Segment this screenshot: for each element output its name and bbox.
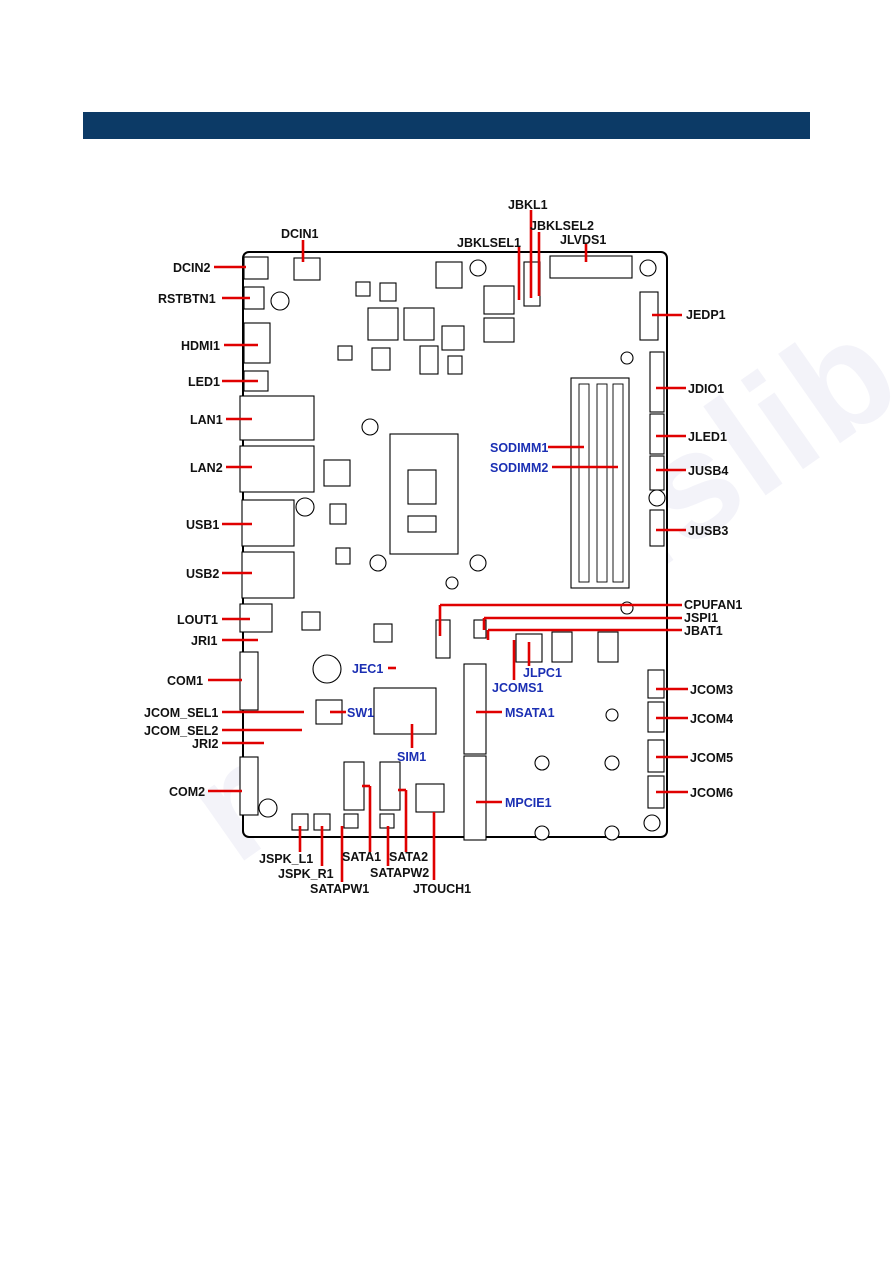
label-jbklsel1: JBKLSEL1: [457, 236, 521, 250]
label-com2: COM2: [169, 785, 205, 799]
label-jedp1: JEDP1: [686, 308, 726, 322]
label-sim1: SIM1: [397, 750, 426, 764]
usb2-port: [241, 551, 295, 599]
cpufan1-header: [435, 619, 451, 659]
label-jusb3: JUSB3: [688, 524, 728, 538]
satapw2-header: [379, 813, 395, 829]
label-jled1: JLED1: [688, 430, 727, 444]
label-satapw1: SATAPW1: [310, 882, 369, 896]
lan2-port: [239, 445, 315, 493]
mpcie1-slot: [463, 755, 487, 841]
cpu-package: [389, 433, 459, 555]
label-jbkl1: JBKL1: [508, 198, 548, 212]
jcom3-header: [647, 669, 665, 699]
label-jbklsel2: JBKLSEL2: [530, 219, 594, 233]
label-sodimm2: SODIMM2: [490, 461, 548, 475]
label-mpcie1: MPCIE1: [505, 796, 552, 810]
jled1-header: [649, 413, 665, 455]
label-jlvds1: JLVDS1: [560, 233, 606, 247]
label-jcom4: JCOM4: [690, 712, 733, 726]
label-usb1: USB1: [186, 518, 219, 532]
com2-port: [239, 756, 259, 816]
label-jlpc1: JLPC1: [523, 666, 562, 680]
sata2-connector: [379, 761, 401, 811]
label-lout1: LOUT1: [177, 613, 218, 627]
sodimm-slots: [570, 377, 630, 589]
jdio1-header: [649, 351, 665, 413]
label-com1: COM1: [167, 674, 203, 688]
label-cpufan1: CPUFAN1: [684, 598, 742, 612]
label-jri2: JRI2: [192, 737, 218, 751]
label-jcom5: JCOM5: [690, 751, 733, 765]
jec1-battery: [312, 654, 342, 684]
label-hdmi1: HDMI1: [181, 339, 220, 353]
label-sw1: SW1: [347, 706, 374, 720]
label-lan1: LAN1: [190, 413, 223, 427]
sim1-slot: [373, 687, 437, 735]
lan1-port: [239, 395, 315, 441]
label-jdio1: JDIO1: [688, 382, 724, 396]
label-jspk-r1: JSPK_R1: [278, 867, 334, 881]
label-jspi1: JSPI1: [684, 611, 718, 625]
label-satapw2: SATAPW2: [370, 866, 429, 880]
dcin2-jack: [243, 256, 269, 280]
satapw1-header: [343, 813, 359, 829]
msata1-slot: [463, 663, 487, 755]
label-dcin1: DCIN1: [281, 227, 319, 241]
dcin1-connector: [293, 257, 321, 281]
label-sata1: SATA1: [342, 850, 381, 864]
jtouch1-header: [415, 783, 445, 813]
label-jusb4: JUSB4: [688, 464, 728, 478]
label-jcoms1: JCOMS1: [492, 681, 543, 695]
sata1-connector: [343, 761, 365, 811]
section-header-bar: [83, 112, 810, 139]
label-lan2: LAN2: [190, 461, 223, 475]
label-jri1: JRI1: [191, 634, 217, 648]
hdmi-port: [243, 322, 271, 364]
label-jec1: JEC1: [352, 662, 383, 676]
label-msata1: MSATA1: [505, 706, 555, 720]
component-labels: DCIN1 DCIN2 RSTBTN1 HDMI1 LED1 LAN1 LAN2…: [144, 198, 742, 896]
label-jcom-sel2: JCOM_SEL2: [144, 724, 218, 738]
jusb3-header: [649, 509, 665, 547]
label-jcom-sel1: JCOM_SEL1: [144, 706, 218, 720]
label-sodimm1: SODIMM1: [490, 441, 548, 455]
label-dcin2: DCIN2: [173, 261, 211, 275]
leader-lines: [208, 210, 688, 882]
label-rstbtn1: RSTBTN1: [158, 292, 216, 306]
label-sata2: SATA2: [389, 850, 428, 864]
label-jbat1: JBAT1: [684, 624, 723, 638]
label-jtouch1: JTOUCH1: [413, 882, 471, 896]
label-jspk-l1: JSPK_L1: [259, 852, 313, 866]
label-jcom6: JCOM6: [690, 786, 733, 800]
label-led1: LED1: [188, 375, 220, 389]
com1-port: [239, 651, 259, 711]
jusb4-header: [649, 455, 665, 491]
jlvds1-connector: [549, 255, 633, 279]
left-io-connectors: [239, 256, 315, 818]
label-jcom3: JCOM3: [690, 683, 733, 697]
label-usb2: USB2: [186, 567, 219, 581]
